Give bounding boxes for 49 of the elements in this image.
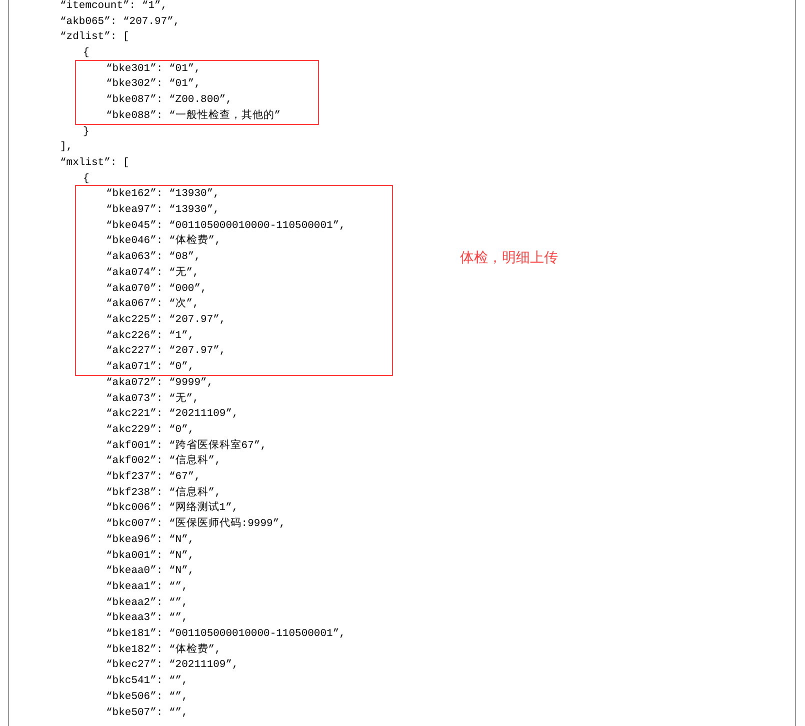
code-line: “bke088”: “一般性检查，其他的” bbox=[106, 108, 281, 124]
code-line: { bbox=[83, 46, 90, 62]
code-line: “mxlist”: [ bbox=[60, 156, 130, 171]
code-line: “itemcount”: “1”, bbox=[60, 0, 168, 14]
code-line: “bke302”: “01”, bbox=[106, 77, 201, 92]
code-line: “bke507”: “”, bbox=[106, 706, 188, 720]
code-line: “akc226”: “1”, bbox=[106, 328, 194, 344]
code-line: “bkeaa1”: “”, bbox=[106, 580, 188, 595]
code-line: “aka073”: “无”, bbox=[106, 392, 199, 406]
code-line: “bkc007”: “医保医师代码:9999”, bbox=[106, 516, 286, 532]
code-line: “bkec27”: “20211109”, bbox=[106, 658, 238, 674]
code-line: “aka067”: “次”, bbox=[106, 296, 199, 312]
code-line: “bkc006”: “网络测试1”, bbox=[106, 500, 238, 516]
code-line: “aka074”: “无”, bbox=[106, 266, 199, 281]
code-line: “akf002”: “信息科”, bbox=[106, 454, 221, 470]
code-line: “bke182”: “体检费”, bbox=[106, 642, 221, 658]
code-line: “bkf238”: “信息科”, bbox=[106, 486, 221, 501]
code-line: “aka063”: “08”, bbox=[106, 250, 201, 266]
code-line: “bke087”: “Z00.800”, bbox=[106, 93, 232, 108]
code-line: “aka071”: “0”, bbox=[106, 360, 194, 376]
code-line: “aka070”: “000”, bbox=[106, 282, 207, 297]
code-line: “bkf237”: “67”, bbox=[106, 470, 201, 485]
code-line: “bka001”: “N”, bbox=[106, 548, 194, 564]
code-line: ], bbox=[60, 140, 73, 156]
code-line: “bkeaa0”: “N”, bbox=[106, 564, 194, 580]
code-line: } bbox=[83, 124, 90, 140]
code-line: “bkc541”: “”, bbox=[106, 674, 188, 690]
code-line: “bke181”: “001105000010000-110500001”, bbox=[106, 627, 346, 642]
code-line: “bkea97”: “13930”, bbox=[106, 203, 220, 218]
code-line: “aka072”: “9999”, bbox=[106, 376, 214, 391]
code-line: “akc229”: “0”, bbox=[106, 422, 194, 438]
code-line: “bke045”: “001105000010000-110500001”, bbox=[106, 218, 346, 234]
code-line: “akc225”: “207.97”, bbox=[106, 312, 226, 328]
code-line: “bke046”: “体检费”, bbox=[106, 233, 221, 250]
code-line: “bke506”: “”, bbox=[106, 690, 188, 705]
code-line: “bkea96”: “N”, bbox=[106, 532, 194, 548]
code-line: “zdlist”: [ bbox=[60, 30, 130, 46]
code-line: { bbox=[83, 172, 90, 187]
code-line: “akb065”: “207.97”, bbox=[60, 14, 180, 30]
code-line: “akf001”: “跨省医保科室67”, bbox=[106, 438, 267, 454]
annotation: 体检，明细上传 bbox=[460, 249, 558, 267]
code-line: “bke162”: “13930”, bbox=[106, 187, 220, 202]
highlight-box bbox=[75, 185, 393, 376]
code-line: “bke301”: “01”, bbox=[106, 62, 201, 77]
code-line: “bkeaa2”: “”, bbox=[106, 596, 188, 611]
code-line: “akc221”: “20211109”, bbox=[106, 407, 238, 422]
highlight-box bbox=[75, 60, 319, 125]
code-line: “bkeaa3”: “”, bbox=[106, 611, 188, 626]
code-line: “akc227”: “207.97”, bbox=[106, 344, 226, 360]
